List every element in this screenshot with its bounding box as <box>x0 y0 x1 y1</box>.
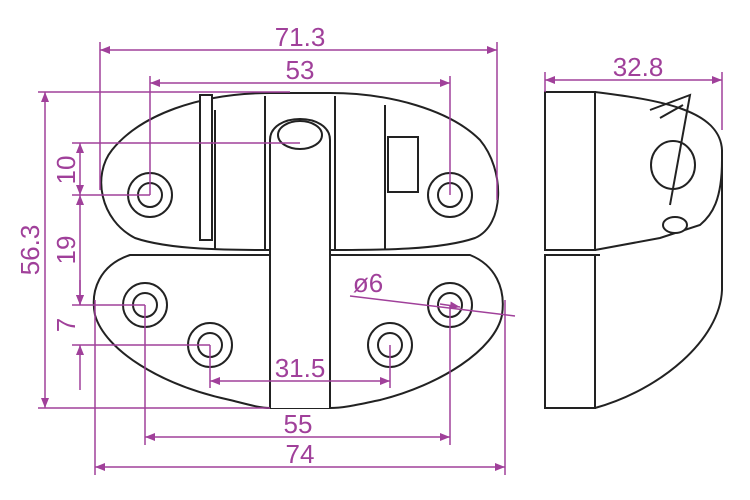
dim-offset-7: 7 <box>51 318 81 332</box>
side-pin <box>650 140 696 190</box>
pin-head <box>277 120 323 150</box>
dim-hole-diameter: ø6 <box>353 268 383 298</box>
dim-hole-spacing-top: 53 <box>286 55 315 85</box>
dim-overall-width-bottom: 74 <box>286 439 315 469</box>
dim-offset-19: 19 <box>51 236 81 265</box>
dim-overall-width-top: 71.3 <box>275 22 326 52</box>
pin-clip <box>199 94 213 241</box>
dim-hole-spacing-bottom: 55 <box>284 409 313 439</box>
dim-side-depth: 32.8 <box>613 52 664 82</box>
pin-ring <box>662 216 688 234</box>
dim-overall-height: 56.3 <box>15 225 45 276</box>
center-pin-bar <box>269 118 331 408</box>
dim-inner-hole-spacing: 31.5 <box>275 353 326 383</box>
dim-offset-10: 10 <box>51 156 81 185</box>
dimension-lines <box>38 42 723 475</box>
latch-slot <box>387 136 419 193</box>
side-view <box>544 91 723 409</box>
